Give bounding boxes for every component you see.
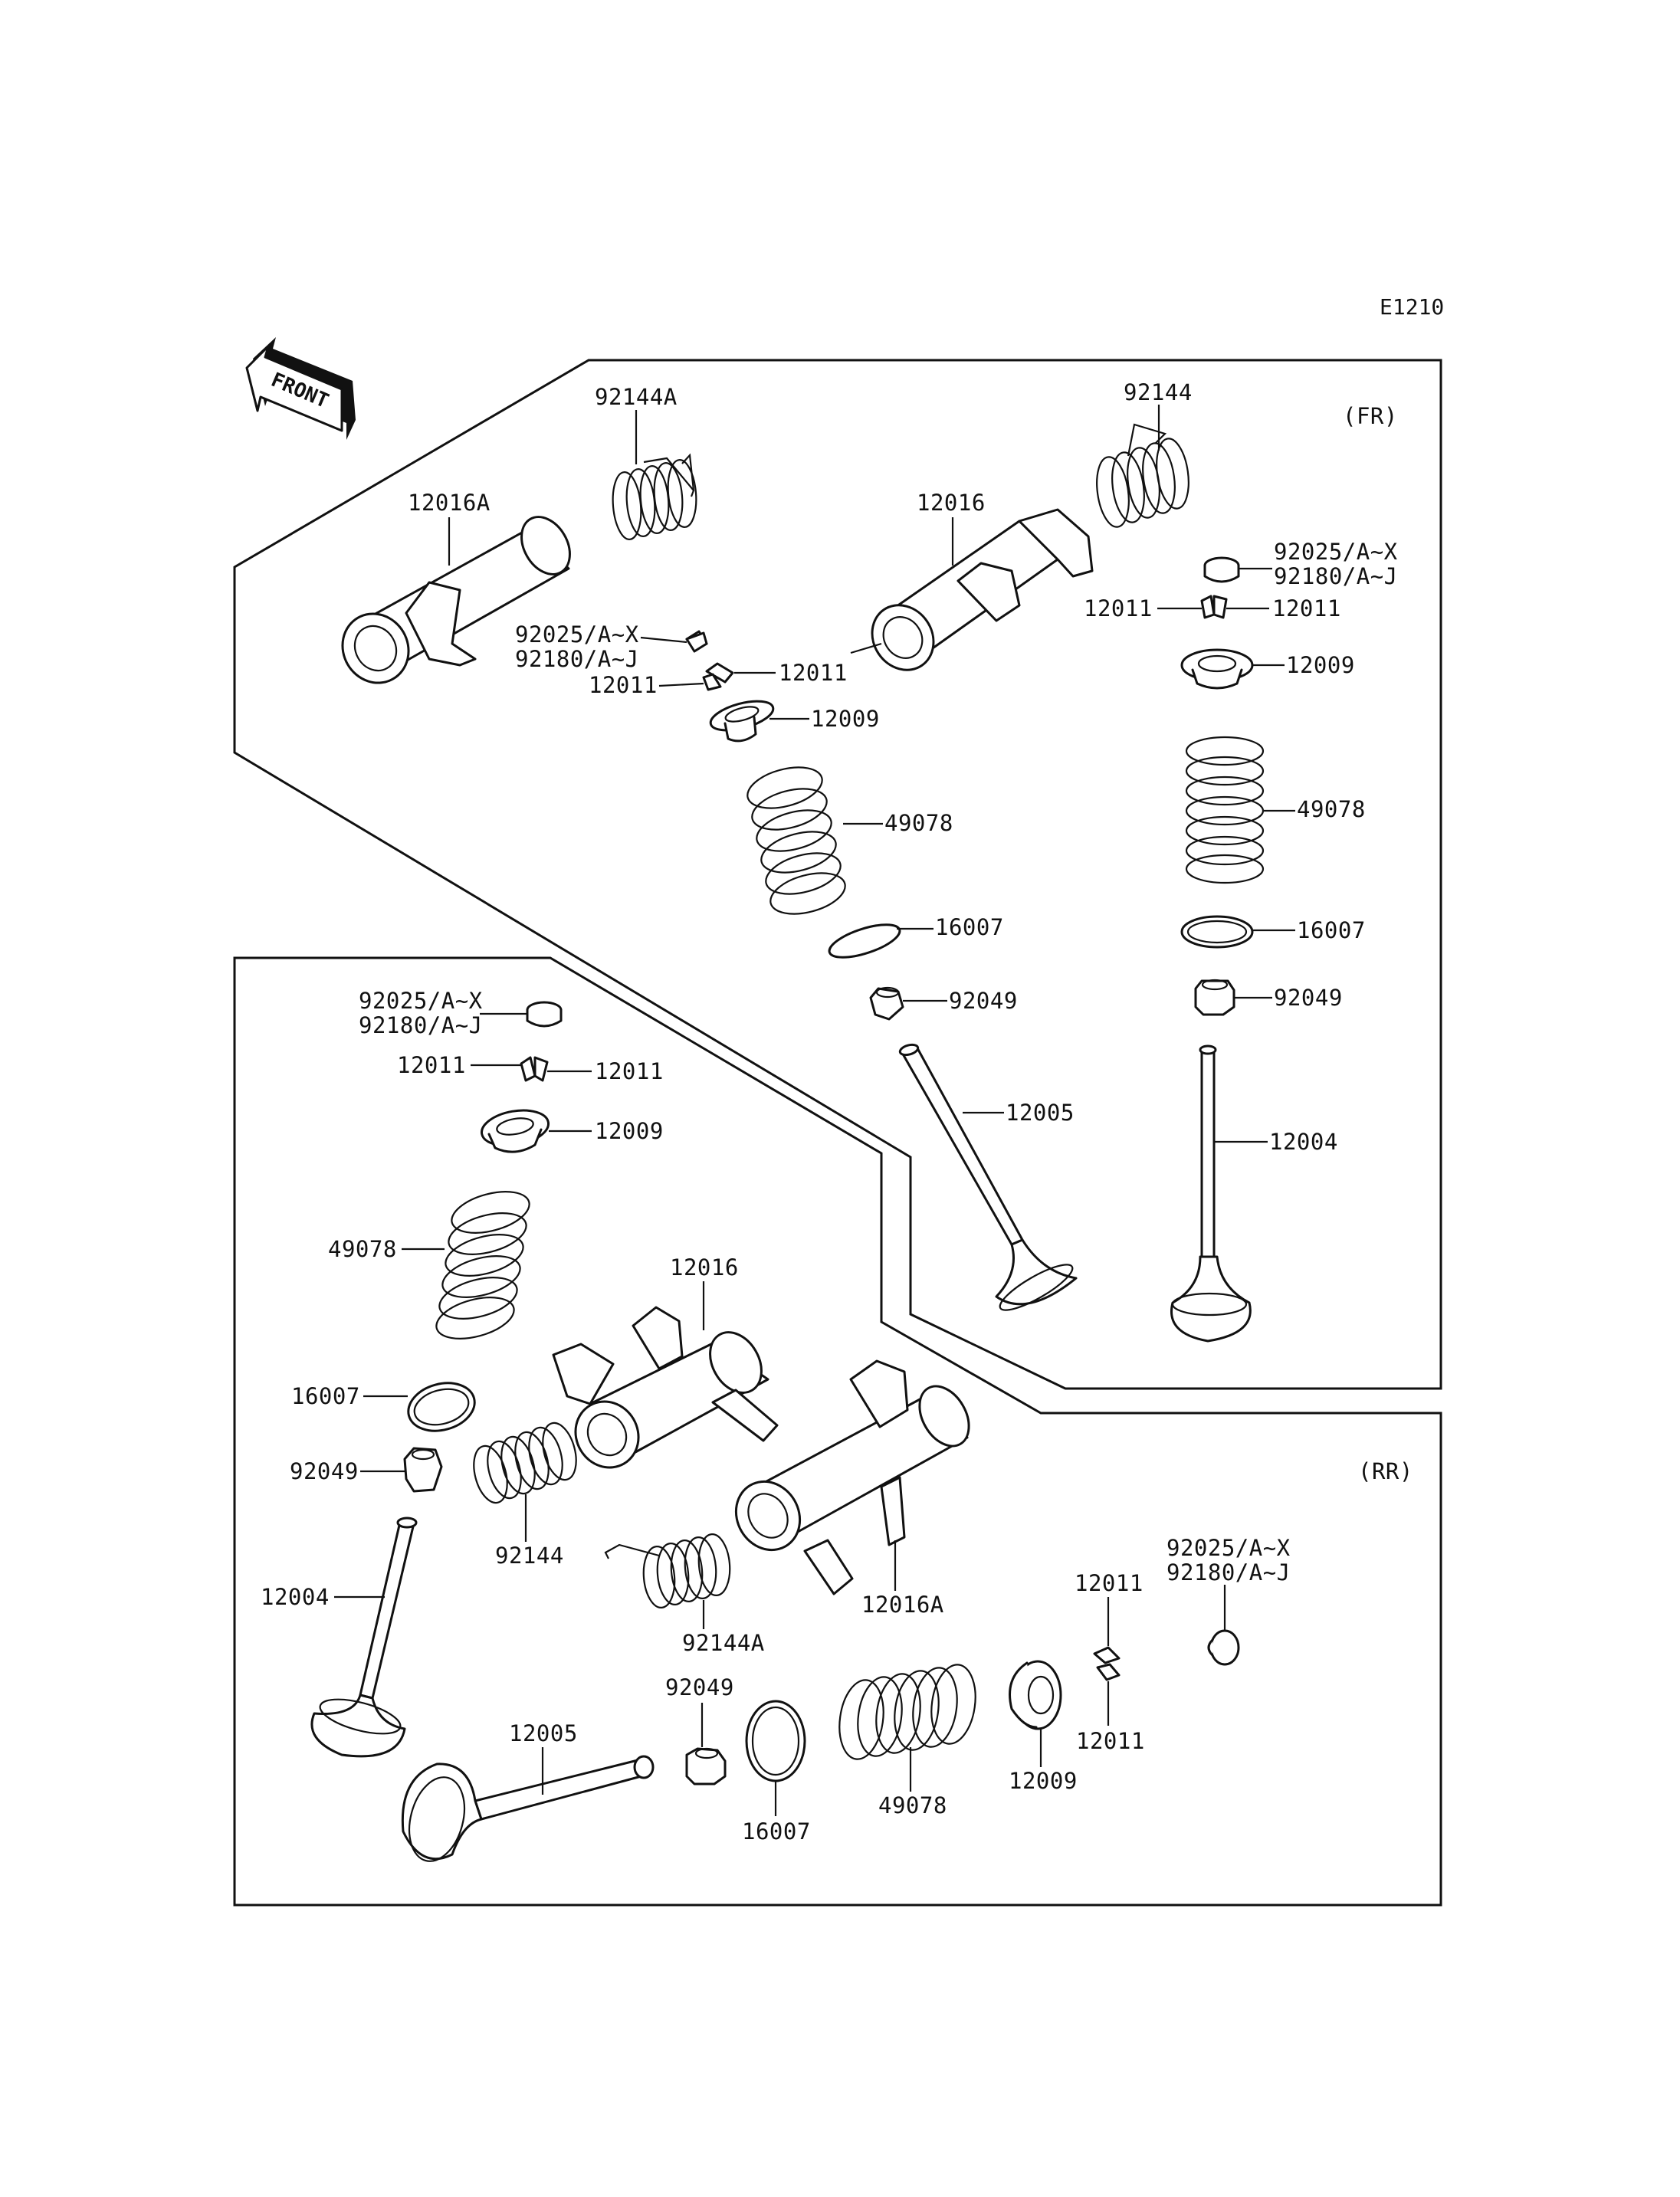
fr-section-label: (FR) xyxy=(1343,403,1398,429)
rr-spring-seat-left-label: 16007 xyxy=(291,1383,360,1409)
rr-keeper-left xyxy=(520,1056,549,1082)
rr-rocker-arm-a-label: 12016A xyxy=(861,1592,944,1618)
rr-shim-right-line2: 92180/A~J xyxy=(1166,1559,1291,1585)
fr-keeper-right-right-label: 12011 xyxy=(1272,595,1341,621)
fr-spring-seat-left-label: 16007 xyxy=(935,914,1004,940)
fr-intake-valve-label: 12004 xyxy=(1269,1129,1338,1155)
fr-valve-spring-right xyxy=(1185,736,1265,884)
rr-rocker-arm-label: 12016 xyxy=(670,1254,739,1280)
rr-exhaust-valve xyxy=(401,1755,655,1862)
rr-torsion-spring-label: 92144 xyxy=(495,1543,564,1569)
fr-rocker-arm-label: 12016 xyxy=(917,490,986,516)
fr-spring-seat-right xyxy=(1180,915,1254,949)
fr-keeper-left xyxy=(702,662,734,691)
fr-valve-spring-left xyxy=(746,766,846,915)
fr-retainer-right xyxy=(1180,648,1254,690)
fr-shim-left-line2: 92180/A~J xyxy=(515,646,639,672)
rr-spring-seat-left xyxy=(407,1382,476,1432)
fr-exhaust-valve-label: 12005 xyxy=(1006,1100,1075,1126)
fr-valve-seal-right-label: 92049 xyxy=(1274,985,1343,1011)
fr-torsion-spring-a-label: 92144A xyxy=(595,384,678,410)
rr-keeper-bottom-top-label: 12011 xyxy=(1075,1570,1144,1596)
fr-retainer-right-label: 12009 xyxy=(1286,652,1355,678)
rr-spring-seat-bottom-label: 16007 xyxy=(742,1818,811,1844)
rr-intake-valve-label: 12004 xyxy=(261,1584,330,1610)
rr-keeper-bottom-bottom-label: 12011 xyxy=(1076,1728,1145,1754)
rr-valve-seal-left-label: 92049 xyxy=(290,1458,359,1484)
fr-torsion-spring-a xyxy=(612,453,697,540)
rr-section-frame xyxy=(233,956,1442,1907)
rr-shim-left xyxy=(526,1001,563,1028)
rr-valve-spring-left xyxy=(435,1191,530,1340)
fr-shim-left-line1: 92025/A~X xyxy=(515,621,639,648)
rr-torsion-spring-a-label: 92144A xyxy=(682,1630,765,1656)
diagram-code: E1210 xyxy=(1380,294,1444,320)
rr-torsion-spring-a xyxy=(604,1533,731,1608)
fr-keeper-right-left-label: 12011 xyxy=(1084,595,1153,621)
rr-spring-seat-bottom xyxy=(745,1700,806,1782)
rr-intake-valve xyxy=(310,1517,418,1758)
front-arrow-icon: FRONT xyxy=(245,337,356,440)
fr-keeper-right xyxy=(1200,595,1228,619)
fr-shim-right xyxy=(1203,556,1240,583)
rr-valve-spring-bottom xyxy=(838,1664,976,1760)
rr-shim-right-line1: 92025/A~X xyxy=(1166,1535,1291,1561)
rr-shim-right xyxy=(1207,1629,1240,1666)
rr-section-label: (RR) xyxy=(1358,1458,1413,1484)
rr-retainer-bottom-label: 12009 xyxy=(1009,1768,1078,1794)
rr-retainer-left-label: 12009 xyxy=(595,1118,664,1144)
rr-valve-spring-left-label: 49078 xyxy=(328,1236,397,1262)
fr-valve-seal-left xyxy=(869,986,904,1021)
fr-spring-seat-right-label: 16007 xyxy=(1297,917,1366,943)
fr-spring-seat-left xyxy=(828,923,901,959)
rr-valve-seal-bottom xyxy=(685,1747,727,1785)
fr-retainer-left-label: 12009 xyxy=(811,706,880,732)
fr-shim-right-line2: 92180/A~J xyxy=(1274,563,1398,589)
rr-shim-left-line1: 92025/A~X xyxy=(359,988,483,1014)
fr-valve-seal-right xyxy=(1194,979,1235,1016)
fr-keeper-left-left-label: 12011 xyxy=(589,672,658,698)
fr-rocker-arm-a-label: 12016A xyxy=(408,490,491,516)
fr-valve-spring-left-label: 49078 xyxy=(884,810,953,836)
fr-shim-right-line1: 92025/A~X xyxy=(1274,539,1398,565)
rr-keeper-left-right-label: 12011 xyxy=(595,1058,664,1084)
fr-rocker-arm-a xyxy=(341,516,571,684)
rr-keeper-left-left-label: 12011 xyxy=(397,1052,466,1078)
rr-valve-spring-bottom-label: 49078 xyxy=(878,1792,947,1818)
fr-shim-left xyxy=(685,630,708,653)
rr-torsion-spring xyxy=(473,1421,577,1504)
rr-rocker-arm-a xyxy=(734,1359,970,1595)
rr-exhaust-valve-label: 12005 xyxy=(509,1720,578,1746)
rr-retainer-bottom xyxy=(1009,1660,1062,1730)
rr-shim-left-line2: 92180/A~J xyxy=(359,1012,483,1038)
fr-torsion-spring xyxy=(1096,423,1189,528)
fr-exhaust-valve xyxy=(898,1043,1078,1311)
fr-torsion-spring-label: 92144 xyxy=(1124,379,1193,405)
fr-retainer-left xyxy=(709,700,775,743)
fr-valve-spring-right-label: 49078 xyxy=(1297,796,1366,822)
rr-valve-seal-left xyxy=(403,1447,443,1493)
fr-keeper-left-right-label: 12011 xyxy=(779,660,848,686)
fr-valve-seal-left-label: 92049 xyxy=(949,988,1018,1014)
rr-retainer-left xyxy=(481,1109,550,1153)
rr-keeper-bottom xyxy=(1093,1646,1121,1681)
fr-intake-valve xyxy=(1170,1044,1252,1343)
rr-valve-seal-bottom-label: 92049 xyxy=(665,1674,734,1700)
fr-section-frame xyxy=(233,359,1442,1390)
fr-rocker-arm xyxy=(850,508,1094,671)
rr-rocker-arm xyxy=(552,1306,779,1469)
